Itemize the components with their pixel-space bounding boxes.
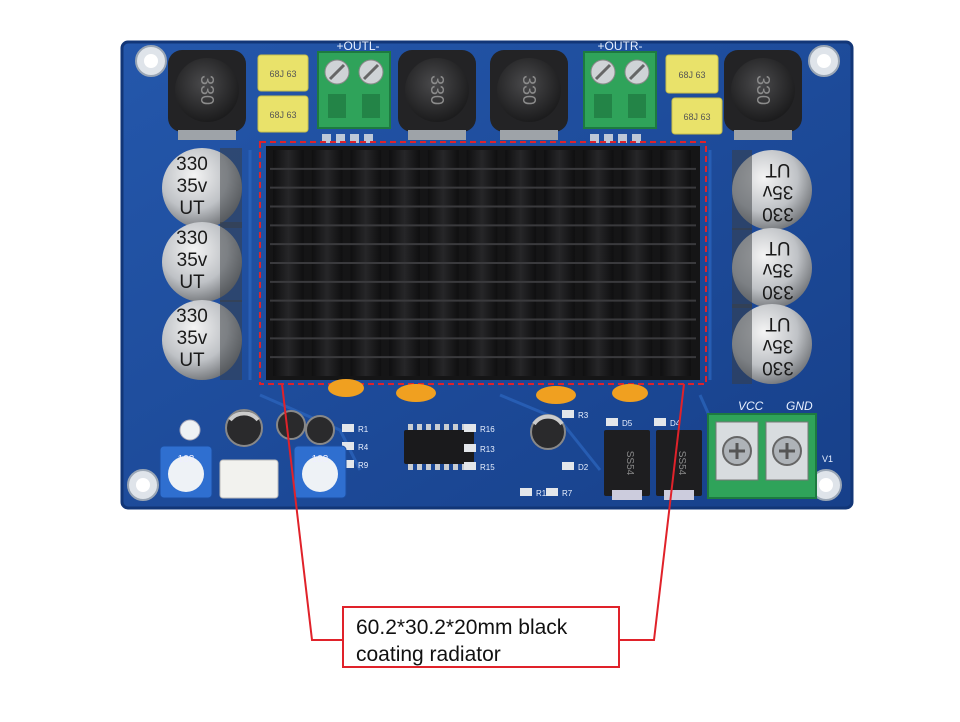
smd-pad (654, 418, 666, 426)
resistor-label: R1 (358, 425, 369, 434)
input-connector (219, 459, 279, 499)
gnd-label: GND (786, 399, 813, 413)
inductor-icon: 330 330 330 330 (168, 50, 802, 140)
svg-text:UT: UT (765, 313, 791, 334)
film-cap-marking: 68J 63 (678, 70, 705, 80)
smd-pad (546, 488, 558, 496)
resistor-label: R9 (358, 461, 369, 470)
svg-text:SS54: SS54 (676, 451, 687, 476)
resistor-label: R4 (358, 443, 369, 452)
svg-text:35v: 35v (177, 250, 208, 271)
v1-label: V1 (822, 454, 833, 464)
smd-pad (606, 418, 618, 426)
output-right-label: +OUTR- (598, 39, 643, 53)
heatsink (266, 146, 700, 380)
resistor-label: R16 (480, 425, 495, 434)
output-left-label: +OUTL- (336, 39, 379, 53)
svg-text:UT: UT (179, 198, 205, 219)
callout-leader-left (281, 383, 342, 641)
film-cap-marking: 68J 63 (269, 110, 296, 120)
resistor-label: D5 (622, 419, 633, 428)
smd-pad (342, 424, 354, 432)
film-cap-marking: 68J 63 (683, 112, 710, 122)
diode-icon: SS54 SS54 (604, 430, 702, 500)
output-terminal-right: +OUTR- (583, 39, 657, 129)
resistor-label: R7 (562, 489, 573, 498)
smd-pad (342, 460, 354, 468)
small-capacitor-icon (225, 409, 566, 450)
svg-text:330: 330 (762, 357, 794, 378)
power-terminal: VCC GND V1 (707, 399, 833, 499)
output-terminal-left: +OUTL- (317, 39, 391, 129)
smd-pad (562, 462, 574, 470)
resistor-label: R11 (536, 489, 551, 498)
mounting-hole-icon (127, 45, 842, 501)
resistor-label: D4 (670, 419, 681, 428)
resistor-label: D2 (578, 463, 589, 472)
electrolytic-capacitor-icon: 330 35v UT 330 35v UT 330 35v UT (732, 150, 812, 384)
svg-text:35v: 35v (762, 259, 793, 280)
callout-line-1: 60.2*30.2*20mm black (356, 616, 568, 639)
resistor-label: R15 (480, 463, 495, 472)
svg-text:330: 330 (176, 306, 208, 327)
svg-text:SS54: SS54 (624, 451, 635, 476)
smd-pad (464, 444, 476, 452)
smd-pad (562, 410, 574, 418)
smd-pad (464, 424, 476, 432)
film-capacitor-icon: 68J 63 68J 63 68J 63 68J 63 (257, 54, 723, 135)
potentiometer-icon: 103 103 (159, 445, 347, 499)
callout-leader-right (620, 383, 685, 641)
vcc-label: VCC (738, 399, 764, 413)
inductor-marking: 330 (427, 75, 447, 105)
smd-pad (464, 462, 476, 470)
inductor-marking: 330 (753, 75, 773, 105)
tantalum-capacitor-icon (328, 379, 648, 404)
svg-text:35v: 35v (177, 328, 208, 349)
resistor-label: R13 (480, 445, 495, 454)
svg-text:35v: 35v (762, 181, 793, 202)
electrolytic-capacitor-icon: 330 35v UT 330 35v UT 330 35v UT (162, 148, 242, 380)
callout-line-2: coating radiator (356, 643, 501, 666)
svg-text:35v: 35v (762, 335, 793, 356)
amplifier-ic (404, 424, 474, 470)
svg-text:35v: 35v (177, 176, 208, 197)
smd-pad (342, 442, 354, 450)
svg-text:103: 103 (178, 454, 195, 465)
inductor-marking: 330 (197, 75, 217, 105)
inductor-marking: 330 (519, 75, 539, 105)
heatsink-spec-callout: 60.2*30.2*20mm black coating radiator (342, 606, 620, 668)
svg-text:330: 330 (176, 228, 208, 249)
resistor-label: R3 (578, 411, 589, 420)
svg-text:UT: UT (179, 272, 205, 293)
film-cap-marking: 68J 63 (269, 69, 296, 79)
svg-text:UT: UT (179, 350, 205, 371)
led-indicator (179, 419, 201, 441)
heatsink-highlight-box (259, 141, 707, 385)
svg-text:330: 330 (176, 154, 208, 175)
svg-text:103: 103 (312, 454, 329, 465)
svg-text:UT: UT (765, 237, 791, 258)
smd-pad (520, 488, 532, 496)
svg-text:330: 330 (762, 203, 794, 224)
svg-text:330: 330 (762, 281, 794, 302)
svg-text:UT: UT (765, 159, 791, 180)
